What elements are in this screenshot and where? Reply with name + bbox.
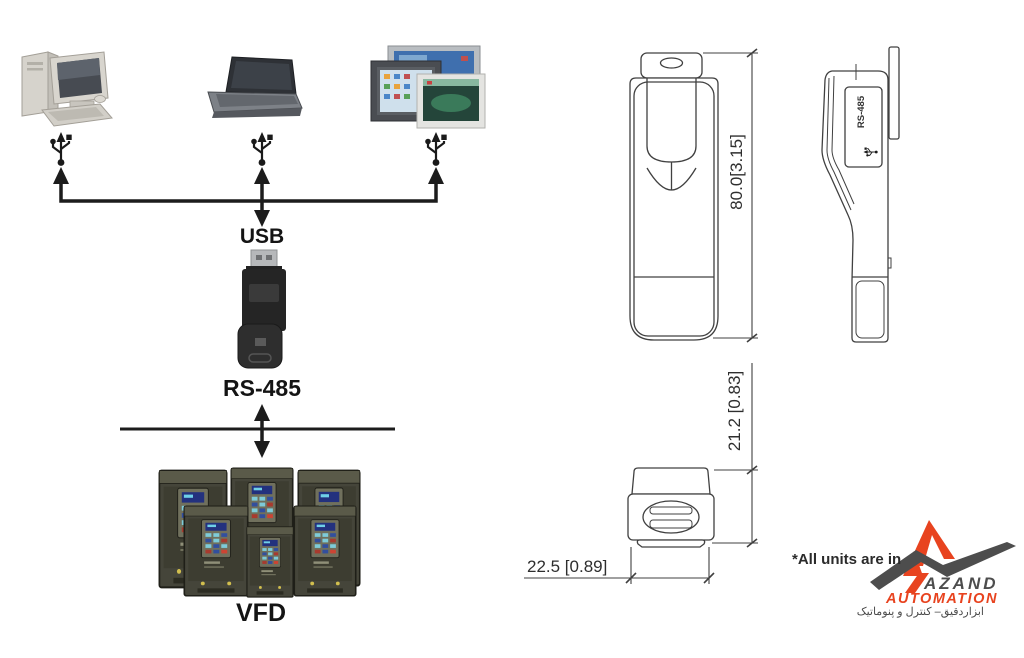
azand-logo-mark <box>870 520 1016 593</box>
width-dimension-label: 22.5 [0.89] <box>527 557 608 576</box>
desktop-pc-image <box>21 51 113 127</box>
rs485-bus-arrows <box>120 404 395 458</box>
laptop-image <box>207 56 303 118</box>
usb-icon <box>250 130 274 167</box>
front-view-drawing <box>629 52 719 341</box>
usb-bus-label: USB <box>239 225 285 248</box>
logo-subtitle-text: AUTOMATION <box>886 591 998 607</box>
usb-icon <box>424 130 448 167</box>
depth-dimension-lines <box>712 363 758 548</box>
logo-tagline-text: ابزاردقیق– کنترل و پنوماتیک <box>856 606 984 618</box>
logo-name-text: AZAND <box>924 574 999 593</box>
hmi-panels-image <box>370 45 486 129</box>
depth-dimension-label: 21.2 [0.83] <box>725 370 744 452</box>
usb-bus-arrows <box>53 167 444 227</box>
vfd-drives-image <box>158 467 361 598</box>
usb-icon <box>49 130 73 167</box>
top-view-drawing <box>627 467 715 548</box>
vfd-label: VFD <box>236 599 286 627</box>
usb-rs485-converter-photo <box>237 249 286 369</box>
rs485-label: RS-485 <box>223 375 301 401</box>
height-dimension-label: 80.0[3.15] <box>727 134 746 210</box>
side-view-label: RS-485 <box>856 95 867 128</box>
units-note: *All units are in <box>792 551 902 568</box>
side-view-drawing: RS-485 <box>821 46 900 343</box>
width-dimension-lines <box>524 547 715 584</box>
height-dimension-lines <box>703 48 758 343</box>
